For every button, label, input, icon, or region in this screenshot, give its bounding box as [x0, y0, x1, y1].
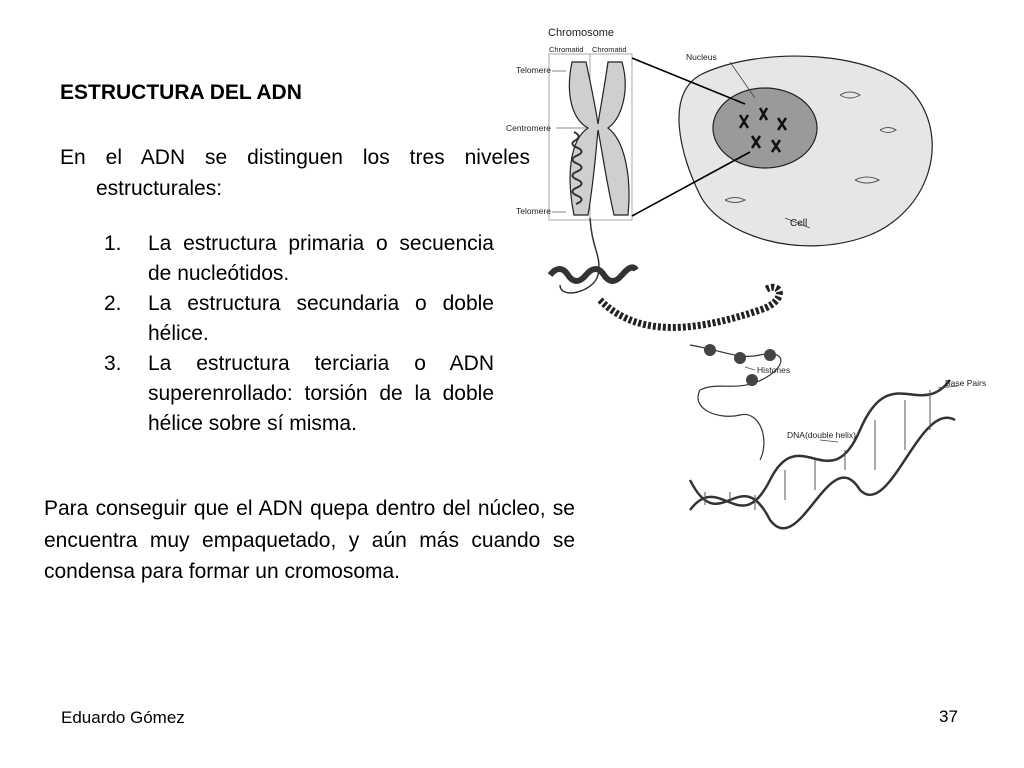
- chromatin-coil: [571, 131, 583, 205]
- label-dna: DNA(double helix): [787, 430, 856, 440]
- footer-page-number: 37: [939, 707, 958, 726]
- slide-title: ESTRUCTURA DEL ADN: [60, 81, 302, 104]
- label-cell: Cell: [790, 218, 807, 229]
- list-item-text: La estructura terciaria o ADN superenrol…: [148, 352, 494, 435]
- label-chromosome: Chromosome: [548, 27, 614, 39]
- nucleosome-beads: [704, 344, 776, 386]
- zoom-line: [631, 57, 746, 105]
- solenoid-fiber: [547, 264, 639, 284]
- nucleus-shape: [712, 87, 818, 169]
- dna-strand: [697, 389, 765, 461]
- list-item: 3. La estructura terciaria o ADN superen…: [104, 349, 494, 439]
- label-histones: Histones: [757, 365, 790, 375]
- list-item-number: 1.: [104, 232, 122, 255]
- solenoid-fiber: [597, 283, 783, 331]
- nucleus-chromosomes: [738, 107, 788, 153]
- zoom-line: [631, 151, 751, 217]
- label-nucleus: Nucleus: [686, 52, 717, 62]
- list-item: 1. La estructura primaria o secuencia de…: [104, 229, 494, 289]
- label-telomere: Telomere: [516, 65, 551, 75]
- label-chromatid: Chromatid: [592, 45, 627, 54]
- chromosome-shape: [568, 61, 630, 216]
- structural-levels-list: 1. La estructura primaria o secuencia de…: [104, 229, 494, 439]
- list-item: 2. La estructura secundaria o doble héli…: [104, 289, 494, 349]
- base-pair-rungs: [704, 390, 931, 510]
- label-telomere: Telomere: [516, 206, 551, 216]
- packaging-paragraph: Para conseguir que el ADN quepa dentro d…: [44, 497, 575, 583]
- label-centromere: Centromere: [506, 123, 551, 133]
- label-chromatid: Chromatid: [549, 45, 584, 54]
- label-base-pairs: Base Pairs: [945, 378, 986, 388]
- cell-organelles: [724, 91, 897, 203]
- helix-strand-2: [688, 416, 956, 530]
- dna-packaging-illustration: Chromosome Chromatid Chromatid Telomere …: [506, 27, 986, 530]
- list-item-number: 3.: [104, 352, 122, 375]
- helix-strand-1: [689, 379, 951, 511]
- footer-author: Eduardo Gómez: [61, 708, 185, 727]
- list-item-number: 2.: [104, 292, 122, 315]
- chromatin-strand: [559, 217, 600, 294]
- list-item-text: La estructura primaria o secuencia de nu…: [148, 232, 494, 285]
- list-item-text: La estructura secundaria o doble hélice.: [148, 292, 494, 345]
- nucleosome-string: [689, 344, 782, 391]
- intro-text: En el ADN se distinguen los tres niveles…: [60, 146, 530, 200]
